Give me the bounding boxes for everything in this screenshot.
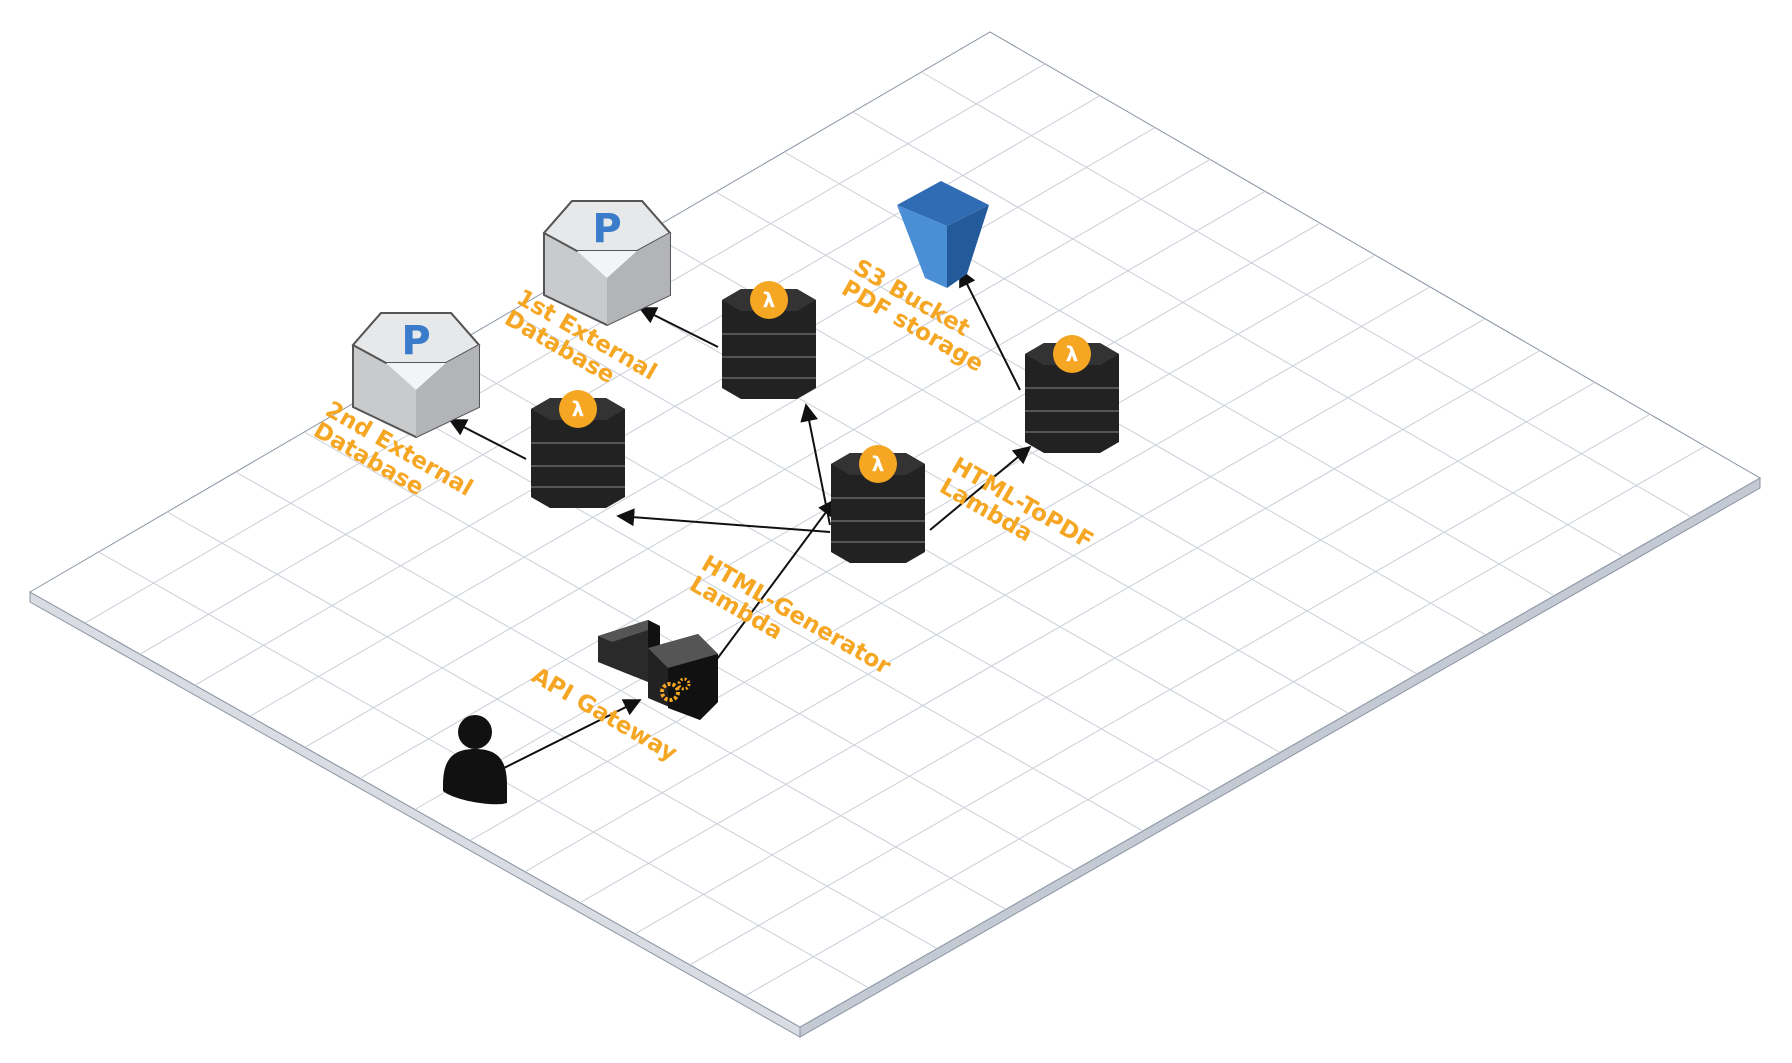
grid-line — [744, 445, 1706, 997]
connectors — [448, 268, 1032, 771]
grid-line — [852, 111, 1624, 557]
api-gateway-node[interactable] — [598, 620, 718, 720]
lambda-html-generator-node[interactable]: λ — [831, 445, 925, 563]
grid-line — [921, 71, 1692, 518]
grid-line — [689, 413, 1651, 966]
lambda-icon: λ — [531, 390, 625, 508]
gear-icon — [660, 677, 691, 702]
connector-lambda-db2-to-db2 — [448, 419, 527, 460]
lambda-db2-node[interactable]: λ — [531, 390, 625, 508]
database-1-node[interactable]: P — [542, 200, 672, 327]
s3-bucket-node[interactable] — [897, 181, 989, 288]
postgres-symbol: P — [592, 206, 621, 252]
user-icon — [443, 715, 507, 805]
lambda-symbol: λ — [1066, 342, 1079, 366]
api-gateway-icon — [598, 620, 718, 720]
connector-lambda-db1-to-db1 — [638, 307, 719, 348]
grid-line — [578, 271, 1349, 714]
user-node[interactable] — [443, 715, 507, 805]
s3-bucket-icon — [897, 181, 989, 288]
grid-line — [524, 318, 1486, 873]
grid-line — [579, 350, 1541, 904]
postgres-icon: P — [542, 200, 672, 327]
connector-html-generator-to-lambda-db1 — [800, 403, 831, 526]
lambda-db1-node[interactable]: λ — [722, 281, 816, 399]
database-2-node[interactable]: P — [351, 312, 481, 439]
grid-line — [469, 286, 1431, 842]
lambda-icon: λ — [722, 281, 816, 399]
lambda-html-to-pdf-node[interactable]: λ — [1025, 335, 1119, 453]
lambda-symbol: λ — [872, 452, 885, 476]
lambda-symbol: λ — [572, 397, 585, 421]
lambda-symbol: λ — [763, 288, 776, 312]
connector-user-to-api-gateway — [499, 699, 642, 771]
connector-html-generator-to-html-to-pdf — [929, 445, 1032, 531]
connector-html-to-pdf-to-s3 — [959, 268, 1021, 391]
connector-html-generator-to-lambda-db2 — [616, 508, 831, 533]
lambda-icon: λ — [831, 445, 925, 563]
postgres-icon: P — [351, 312, 481, 439]
grid-line — [634, 381, 1596, 935]
lambda-icon: λ — [1025, 335, 1119, 453]
postgres-symbol: P — [401, 318, 430, 364]
